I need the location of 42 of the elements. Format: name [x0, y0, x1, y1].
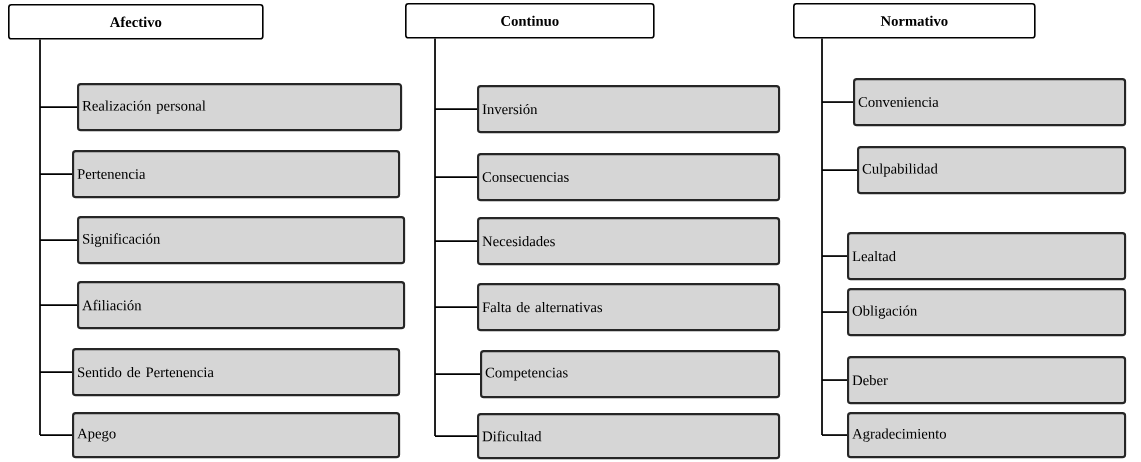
item-box: Sentido de Pertenencia [72, 348, 401, 397]
item-box: Culpabilidad [857, 146, 1127, 195]
connector-line [39, 173, 73, 175]
item-box: Consecuencias [477, 153, 781, 202]
item-box: Lealtad [847, 232, 1127, 281]
category-box: Afectivo [8, 4, 264, 40]
item-box: Realización personal [77, 83, 403, 132]
connector-line [821, 101, 854, 103]
category-box: Normativo [793, 3, 1036, 39]
item-box: Necesidades [477, 217, 781, 266]
item-box: Conveniencia [853, 78, 1127, 127]
item-box: Inversión [477, 85, 781, 134]
connector-line [821, 311, 848, 313]
item-box: Dificultad [477, 413, 781, 460]
item-box: Apego [72, 412, 401, 459]
connector-line [39, 371, 73, 373]
connector-line [434, 373, 481, 375]
connector-line [39, 434, 73, 436]
connector-line [434, 240, 478, 242]
connector-line [39, 106, 78, 108]
trunk-line [39, 38, 41, 436]
item-box: Obligación [847, 288, 1127, 337]
trunk-line [821, 37, 823, 436]
item-box: Afiliación [77, 281, 406, 330]
connector-line [39, 304, 78, 306]
trunk-line [434, 37, 436, 437]
connector-line [434, 306, 478, 308]
connector-line [821, 255, 848, 257]
item-box: Competencias [480, 350, 781, 399]
item-box: Significación [77, 216, 406, 265]
connector-line [39, 239, 78, 241]
item-box: Deber [847, 356, 1127, 405]
item-box: Falta de alternativas [477, 283, 781, 332]
connector-line [434, 435, 478, 437]
item-box: Pertenencia [72, 150, 401, 199]
item-box: Agradecimiento [847, 412, 1127, 459]
connector-line [434, 108, 478, 110]
category-box: Continuo [405, 3, 655, 39]
connector-line [434, 176, 478, 178]
connector-line [821, 379, 848, 381]
connector-line [821, 169, 858, 171]
connector-line [821, 434, 848, 436]
